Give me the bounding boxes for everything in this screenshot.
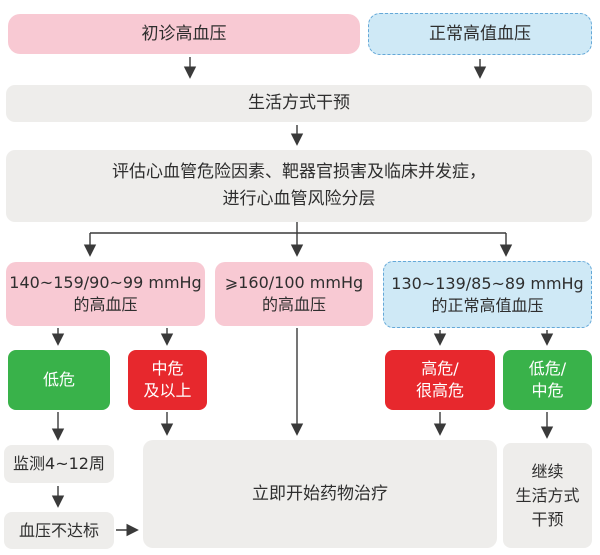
- node-risk-low-mid: 低危/ 中危: [503, 350, 592, 410]
- node-label-line2: 进行心血管风险分层: [222, 189, 376, 209]
- node-label-line1: ⩾160/100 mmHg: [224, 273, 364, 293]
- node-label: 低危: [42, 370, 75, 390]
- node-label-line1: 高危/: [421, 359, 459, 379]
- node-initial-hypertension: 初诊高血压: [8, 14, 360, 54]
- node-label: 立即开始药物治疗: [252, 483, 388, 504]
- node-risk-high-very-high: 高危/ 很高危: [385, 350, 495, 410]
- node-bp-130-139: 130~139/85~89 mmHg 的正常高值血压: [383, 261, 592, 328]
- node-high-normal-bp: 正常高值血压: [368, 13, 592, 55]
- node-risk-mid-and-above: 中危 及以上: [128, 350, 207, 410]
- node-label: 生活方式干预: [248, 93, 350, 114]
- node-start-drug-treatment: 立即开始药物治疗: [143, 440, 497, 548]
- node-label-line2: 及以上: [143, 381, 192, 400]
- node-label-line2: 中危: [531, 381, 564, 400]
- node-label-line3: 干预: [531, 509, 564, 529]
- node-continue-lifestyle-intervention: 继续 生活方式 干预: [503, 443, 592, 548]
- node-label-line1: 130~139/85~89 mmHg: [391, 273, 584, 293]
- node-label-line1: 中危: [151, 359, 184, 379]
- node-label-line1: 140~159/90~99 mmHg: [9, 273, 202, 293]
- node-lifestyle-intervention: 生活方式干预: [6, 85, 592, 122]
- node-label: 血压不达标: [18, 520, 99, 540]
- node-label-line2: 的高血压: [261, 295, 326, 314]
- node-label: 正常高值血压: [429, 23, 531, 44]
- node-risk-low: 低危: [8, 350, 110, 410]
- node-monitor-4-12-weeks: 监测4~12周: [4, 445, 114, 483]
- node-label-line1: 评估心血管危险因素、靶器官损害及临床并发症，: [112, 161, 486, 182]
- node-bp-140-159: 140~159/90~99 mmHg 的高血压: [6, 262, 205, 326]
- node-label: 初诊高血压: [141, 23, 227, 44]
- node-bp-ge-160: ⩾160/100 mmHg 的高血压: [215, 262, 373, 326]
- node-risk-assessment: 评估心血管危险因素、靶器官损害及临床并发症， 进行心血管风险分层: [6, 150, 592, 222]
- node-label-line2: 很高危: [415, 381, 464, 400]
- node-bp-not-at-target: 血压不达标: [4, 512, 114, 549]
- node-label-line2: 的正常高值血压: [431, 295, 544, 315]
- node-label: 监测4~12周: [13, 454, 105, 474]
- node-label-line2: 的高血压: [73, 295, 138, 314]
- node-label-line1: 继续: [531, 461, 564, 481]
- node-label-line2: 生活方式: [515, 485, 580, 505]
- node-label-line1: 低危/: [528, 359, 567, 379]
